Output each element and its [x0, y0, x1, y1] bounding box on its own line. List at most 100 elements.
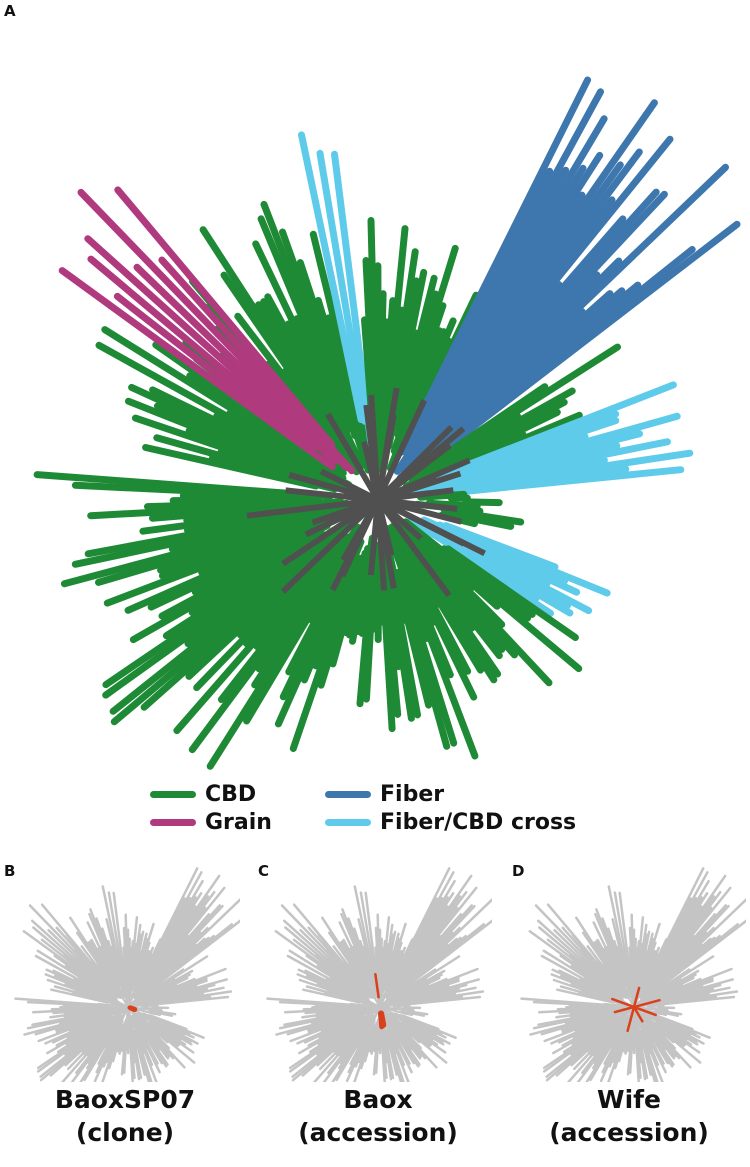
main-internal-branch	[377, 470, 462, 503]
tree-c-internal-branch	[360, 996, 381, 1008]
tree-c-internal-branch	[336, 1005, 381, 1014]
tree-d-internal-branch	[616, 978, 635, 1008]
panel-c-letter: C	[258, 862, 270, 880]
tree-d-leaf-branch	[553, 928, 617, 991]
main-internal-branch	[285, 487, 379, 503]
tree-c-internal-branch	[362, 978, 381, 1008]
main-internal-branch	[375, 425, 454, 503]
tree-b-leaf-branch	[40, 938, 106, 991]
panel-b-letter: B	[4, 862, 16, 880]
tree-b-leaf-branch	[32, 926, 109, 991]
tree-d-leaf-branch	[643, 919, 746, 1001]
tree-d-highlight-branch	[632, 986, 641, 1009]
tree-d-leaf-branch	[546, 938, 612, 991]
panel-b-caption-line1: BaoxSP07	[54, 1085, 196, 1114]
main-leaf-branch	[113, 292, 311, 449]
tree-d-highlight-branch	[632, 998, 661, 1009]
tree-c-leaf-branch	[396, 995, 482, 1007]
tree-c-leaf-branch	[284, 926, 361, 991]
panel-b-caption: BaoxSP07 (clone)	[15, 1083, 235, 1149]
main-leaf-branch	[316, 149, 369, 425]
legend-swatch-fiber-cbd-cross	[325, 819, 371, 826]
tree-c-internal-branch	[378, 978, 387, 1008]
tree-b-leaf-branch	[14, 997, 114, 1008]
tree-d-leaf-branch	[546, 903, 621, 991]
main-leaf-branch	[406, 220, 741, 479]
tree-c-internal-branch	[379, 1006, 405, 1040]
tree-d-highlight-branch	[626, 1005, 636, 1033]
tree-c-internal-branch	[348, 1006, 381, 1029]
tree-c-leaf-branch	[266, 997, 366, 1008]
tree-c-leaf-branch	[389, 919, 492, 1001]
tree-b-internal-branch	[96, 1006, 129, 1029]
tree-b-internal-branch	[126, 978, 135, 1008]
main-leaf-branch	[429, 466, 685, 499]
main-internal-branch	[375, 498, 452, 598]
tree-b-leaf-branch	[22, 930, 115, 998]
tree-c-leaf-branch	[299, 928, 363, 991]
main-internal-branch	[376, 497, 466, 547]
tree-b-internal-branch	[127, 982, 154, 1008]
panel-c-caption-line1: Baox	[343, 1085, 413, 1114]
panel-c-caption-line2: (accession)	[298, 1118, 458, 1147]
tree-b-leaf-branch	[44, 1011, 116, 1045]
tree-d-leaf-branch	[550, 1011, 622, 1045]
main-leaf-branch	[298, 131, 365, 424]
tree-d-internal-branch	[633, 982, 660, 1008]
tree-b-internal-branch	[127, 973, 145, 1008]
tree-b-leaf-branch	[47, 928, 111, 991]
legend-label-grain: Grain	[205, 810, 272, 835]
main-leaf-branch	[462, 498, 503, 507]
main-internal-branch	[329, 498, 381, 592]
tree-c-internal-branch	[379, 973, 397, 1008]
main-internal-branch	[325, 412, 381, 502]
tree-b-leaf-branch	[101, 885, 124, 982]
main-leaf-branch	[33, 471, 334, 500]
main-leaf-branch	[401, 582, 458, 747]
tree-c-highlight-branch	[378, 1011, 385, 1030]
legend: CBD Grain Fiber Fiber/CBD cross	[150, 782, 630, 842]
tree-c-leaf-branch	[292, 938, 358, 991]
tree-d-leaf-branch	[536, 919, 621, 996]
tree-d-leaf-branch	[650, 995, 736, 1007]
main-leaf-branch	[58, 267, 336, 471]
tree-b-internal-branch	[112, 1006, 129, 1038]
tree-d-highlight-branch	[613, 1005, 636, 1014]
tree-c-highlight-branch	[374, 973, 380, 999]
tree-b-highlight-branch	[127, 1005, 136, 1012]
tree-c-internal-branch	[364, 1006, 381, 1038]
main-leaf-branch	[84, 235, 339, 465]
tree-b-internal-branch	[97, 1002, 129, 1009]
legend-item-grain: Grain	[150, 810, 272, 835]
tree-d-leaf-branch	[538, 926, 615, 991]
tree-c-leaf-branch	[274, 930, 367, 998]
panel-d-caption-line2: (accession)	[549, 1118, 709, 1147]
panel-d-tree	[520, 867, 746, 1082]
main-leaf-branch	[445, 510, 515, 530]
main-internal-branch	[319, 468, 380, 503]
legend-label-fiber: Fiber	[380, 782, 445, 807]
tree-c-internal-branch	[379, 982, 406, 1008]
main-leaf-branch	[133, 263, 326, 450]
legend-swatch-fiber	[325, 791, 371, 798]
main-internal-branch	[375, 398, 427, 502]
tree-c-internal-branch	[379, 997, 408, 1009]
main-internal-branch	[375, 414, 397, 501]
tree-d-leaf-branch	[528, 930, 621, 998]
panel-d-caption: Wife (accession)	[519, 1083, 739, 1149]
tree-d-leaf-branch	[520, 997, 620, 1008]
panel-b-tree	[14, 867, 240, 1082]
tree-c-leaf-branch	[296, 1011, 368, 1045]
tree-d-leaf-branch	[613, 891, 631, 983]
legend-item-fiber-cbd-cross: Fiber/CBD cross	[325, 810, 576, 835]
panel-a-letter: A	[4, 2, 16, 20]
tree-c-internal-branch	[379, 1006, 409, 1023]
legend-swatch-grain	[150, 819, 196, 826]
tree-b-leaf-branch	[137, 919, 240, 1001]
tree-d-highlight-branch	[611, 997, 636, 1009]
tree-b-internal-branch	[84, 1005, 129, 1014]
tree-d-internal-branch	[603, 1002, 635, 1009]
panel-d-caption-line1: Wife	[597, 1085, 661, 1114]
main-internal-branch	[281, 497, 380, 567]
main-leaf-branch	[87, 255, 319, 451]
